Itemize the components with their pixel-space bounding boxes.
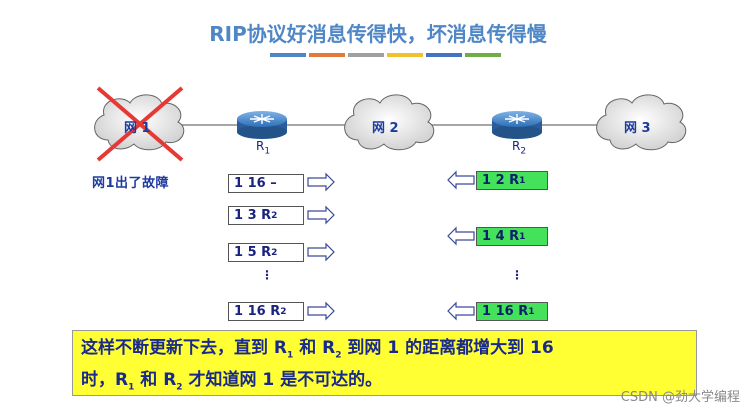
note-line-2-sub-2: 2 (176, 382, 183, 393)
r1-ellipsis: ⋮ (261, 268, 273, 282)
router-1-label: R1 (256, 139, 270, 156)
explanation-note: 这样不断更新下去，直到 R1 和 R2 到网 1 的距离都增大到 16 时，R1… (72, 330, 697, 396)
r2-entry-3-sub: 1 (528, 306, 535, 317)
csdn-watermark: CSDN @劲大学编程 (620, 390, 740, 405)
note-line-1-a: 这样不断更新下去，直到 R (81, 338, 288, 358)
note-line-1-sub-1: 1 (287, 350, 294, 361)
note-line-2-c: 才知道网 1 是不可达的。 (182, 370, 383, 391)
net3-label: 网 3 (624, 121, 651, 136)
note-line-2-a: 时，R (81, 370, 129, 391)
note-line-1-b: 和 R (293, 338, 336, 358)
router-1-label-sub: 1 (264, 146, 271, 157)
right-arrows (447, 170, 475, 321)
title-color-bar-3 (348, 53, 384, 57)
slide-title: RIP协议好消息传得快，坏消息传得慢 (209, 22, 547, 46)
net1-label: 网 1 (124, 121, 151, 136)
r2-entry-2-sub: 1 (519, 231, 526, 242)
r2-entry-1-sub: 1 (519, 175, 526, 186)
r1-entry-4-text: 1 16 R (234, 304, 281, 319)
note-line-2: 时，R1 和 R2 才知道网 1 是不可达的。 (81, 368, 688, 400)
r2-ellipsis: ⋮ (511, 268, 523, 282)
note-line-2-b: 和 R (134, 370, 177, 391)
title-color-bar-2 (309, 53, 345, 57)
r1-entry-3-text: 1 5 R (234, 245, 272, 260)
note-line-1: 这样不断更新下去，直到 R1 和 R2 到网 1 的距离都增大到 16 (81, 336, 688, 368)
note-line-1-c: 到网 1 的距离都增大到 16 (341, 338, 554, 358)
r1-entry-2-text: 1 3 R (234, 208, 272, 223)
net2-label: 网 2 (372, 121, 399, 136)
router-1-icon (237, 111, 287, 139)
r1-entry-1-text: 1 16 – (234, 176, 277, 191)
title-color-bar-4 (387, 53, 423, 57)
r1-entry-2-sub: 2 (271, 210, 278, 221)
router-2-label-sub: 2 (520, 146, 527, 157)
r2-entry-3-text: 1 16 R (482, 304, 529, 319)
fault-label: 网1出了故障 (92, 176, 170, 191)
title-color-bar-6 (465, 53, 501, 57)
title-color-bar-5 (426, 53, 462, 57)
router-2-label-main: R (512, 139, 521, 153)
left-arrows (307, 172, 335, 321)
r1-entry-3-sub: 2 (271, 247, 278, 258)
note-line-2-sub-1: 1 (128, 382, 135, 393)
r1-table-entry-1: 1 16 – (228, 174, 304, 193)
failure-cross-icon (96, 86, 184, 162)
router-2-icon (492, 111, 542, 139)
router-2-label: R2 (512, 139, 526, 156)
cloud-net2 (344, 94, 435, 151)
router-1-label-main: R (256, 139, 265, 153)
r2-entry-1-text: 1 2 R (482, 173, 520, 188)
r2-entry-2-text: 1 4 R (482, 229, 520, 244)
note-line-1-sub-2: 2 (335, 350, 342, 361)
r1-entry-4-sub: 2 (280, 306, 287, 317)
title-color-bar-1 (270, 53, 306, 57)
cloud-net3 (596, 94, 687, 151)
